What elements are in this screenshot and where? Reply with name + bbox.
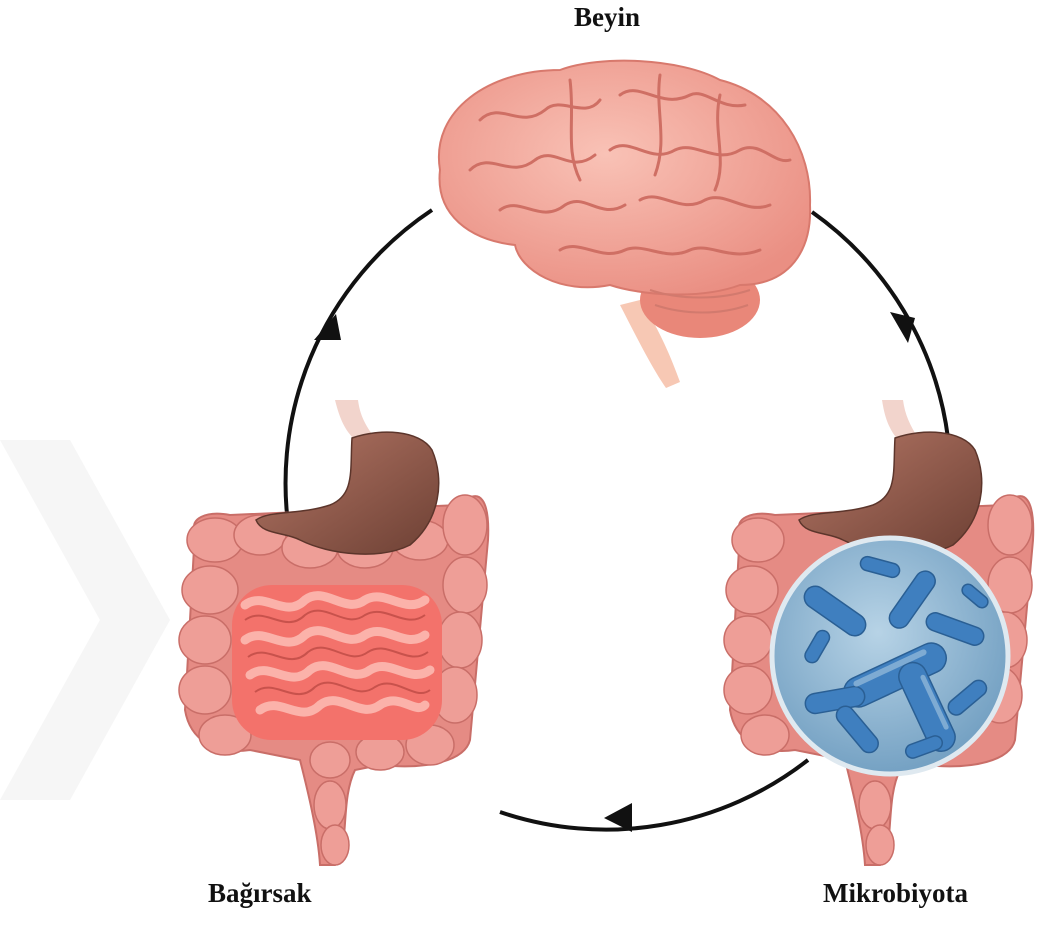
arc-brain-to-microbiota [812,212,948,438]
arrowhead-left [314,314,341,340]
watermark [0,440,170,800]
brain-icon [439,61,810,388]
small-intestine [232,585,442,740]
arrowhead-right [890,312,915,343]
bacteria-icon [772,538,1008,774]
label-microbiota: Mikrobiyota [823,878,968,909]
arc-microbiota-to-gut [500,760,808,830]
label-brain: Beyin [574,2,640,33]
label-gut: Bağırsak [208,878,312,909]
intestine-icon [179,400,488,865]
